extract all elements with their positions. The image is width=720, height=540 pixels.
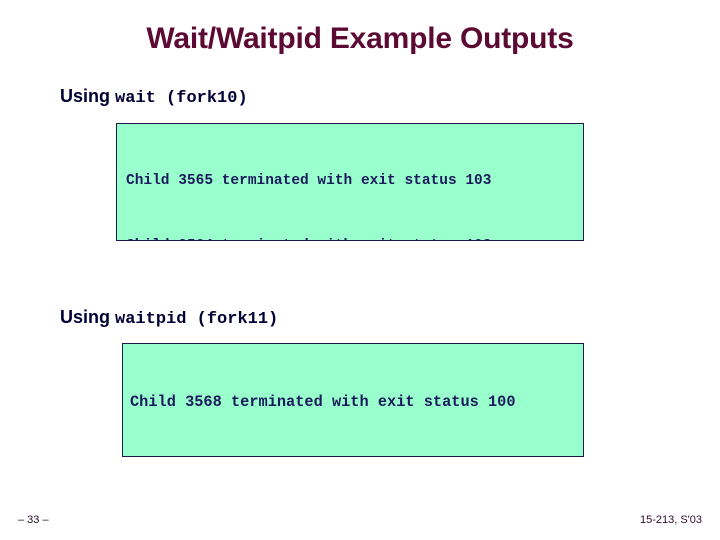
section-heading-wait-label: Using xyxy=(60,86,111,106)
output-line: Child 3565 terminated with exit status 1… xyxy=(126,173,492,189)
output-box-waitpid: Child 3568 terminated with exit status 1… xyxy=(122,343,584,457)
section-heading-waitpid-code: waitpid (fork11) xyxy=(115,310,279,329)
output-line: Child 3568 terminated with exit status 1… xyxy=(130,393,516,412)
output-line: Child 3564 terminated with exit status 1… xyxy=(126,236,575,241)
output-box-wait: Child 3565 terminated with exit status 1… xyxy=(116,123,584,241)
footer-course-label: 15-213, S'03 xyxy=(639,514,702,526)
section-heading-waitpid-label: Using xyxy=(60,307,111,327)
section-heading-wait-code: wait (fork10) xyxy=(115,89,248,108)
footer-page-number: – 33 – xyxy=(18,514,49,526)
page-title: Wait/Waitpid Example Outputs xyxy=(146,22,574,55)
section-heading-waitpid: Using waitpid (fork11) xyxy=(60,308,278,328)
section-heading-wait: Using wait (fork10) xyxy=(60,87,248,107)
